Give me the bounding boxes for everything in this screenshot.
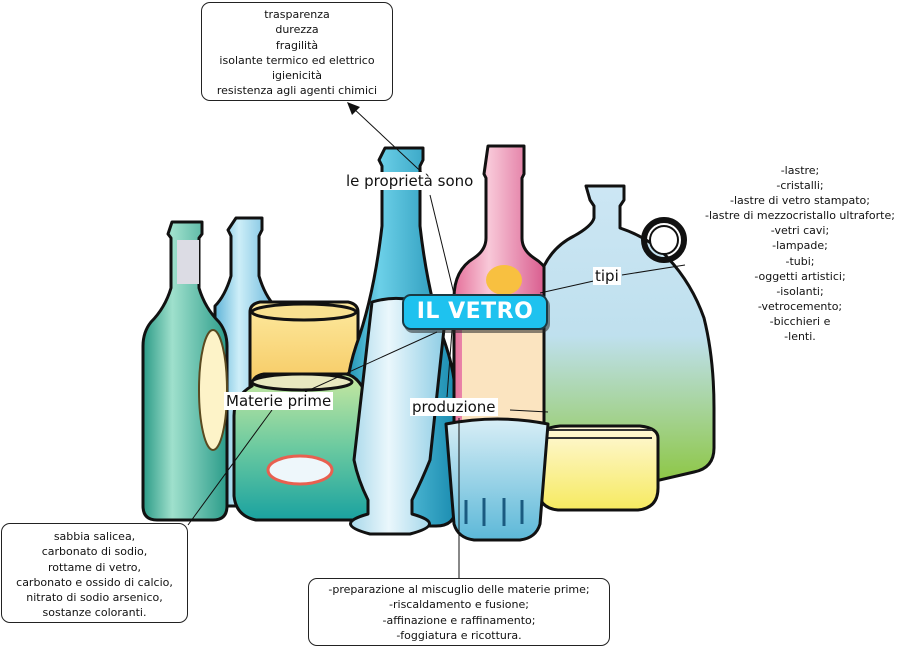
central-topic-node[interactable]: IL VETRO xyxy=(402,294,548,330)
raw-material-item: rottame di vetro, xyxy=(48,560,141,574)
type-item: -lastre di vetro stampato; xyxy=(730,194,870,208)
type-item: -isolanti; xyxy=(776,284,824,298)
type-item: -lenti. xyxy=(784,330,816,344)
tumbler-glass xyxy=(444,417,550,542)
type-item: -oggetti artistici; xyxy=(754,269,846,283)
type-item: -vetrocemento; xyxy=(757,299,843,313)
type-item: -tubi; xyxy=(785,254,815,268)
raw-material-item: sostanze coloranti. xyxy=(42,606,147,620)
production-step: -preparazione al miscuglio delle materie… xyxy=(328,583,590,596)
label-properties: le proprietà sono xyxy=(344,172,476,190)
raw-material-item: sabbia salicea, xyxy=(53,530,136,543)
label-production: produzione xyxy=(410,398,498,416)
property-item: durezza xyxy=(275,23,319,37)
type-item: -cristalli; xyxy=(776,179,824,193)
raw-material-item: nitrato di sodio arsenico, xyxy=(26,591,163,605)
type-item: -bicchieri e xyxy=(769,314,831,328)
connector-lines xyxy=(187,106,686,580)
label-types: tipi xyxy=(593,267,621,285)
type-item: -lastre; xyxy=(780,164,820,177)
glass-jug xyxy=(542,184,716,488)
cream-jar xyxy=(536,424,660,512)
property-item: resistenza agli agenti chimici xyxy=(216,84,378,98)
production-step: -foggiatura e ricottura. xyxy=(396,628,522,642)
type-item: -lampade; xyxy=(772,239,828,253)
raw-material-item: carbonato di sodio, xyxy=(41,545,148,559)
raw-material-item: carbonato e ossido di calcio, xyxy=(16,575,173,589)
green-jar xyxy=(232,372,378,522)
types-list: -lastre; -cristalli; -lastre di vetro st… xyxy=(690,163,910,344)
property-item: fragilità xyxy=(275,38,319,52)
type-item: -vetri cavi; xyxy=(770,224,830,238)
label-raw-materials: Materie prime xyxy=(224,392,334,410)
production-step: -riscaldamento e fusione; xyxy=(389,598,529,612)
type-item: -lastre di mezzocristallo ultraforte; xyxy=(705,209,895,223)
production-box: -preparazione al miscuglio delle materie… xyxy=(308,578,610,646)
properties-box: trasparenza durezza fragilità isolante t… xyxy=(201,2,393,101)
green-bottle xyxy=(141,220,229,522)
property-item: isolante termico ed elettrico xyxy=(219,53,375,67)
arrow-head-icon xyxy=(347,102,360,115)
raw-materials-box: sabbia salicea, carbonato di sodio, rott… xyxy=(1,523,188,623)
property-item: trasparenza xyxy=(264,8,330,21)
property-item: igienicità xyxy=(271,69,323,83)
production-step: -affinazione e raffinamento; xyxy=(382,613,536,627)
